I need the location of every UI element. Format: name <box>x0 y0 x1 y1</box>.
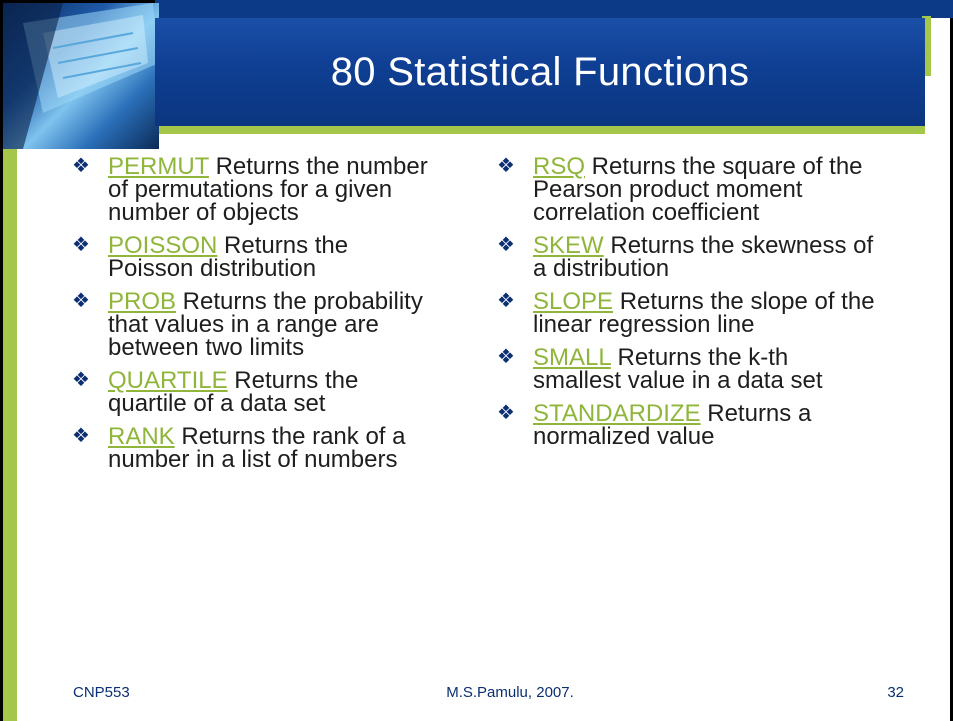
function-item: ❖ PERMUT Returns the number of permutatio… <box>72 153 432 226</box>
diamond-bullet-icon: ❖ <box>72 425 90 447</box>
function-name-link[interactable]: STANDARDIZE <box>533 400 701 427</box>
diamond-bullet-icon: ❖ <box>497 155 515 177</box>
footer-author: M.S.Pamulu, 2007. <box>446 684 574 701</box>
title-banner: 80 Statistical Functions <box>155 18 925 126</box>
diamond-bullet-icon: ❖ <box>72 369 90 391</box>
function-name-link[interactable]: QUARTILE <box>108 367 228 394</box>
function-item: ❖ QUARTILE Returns the quartile of a data… <box>72 367 432 417</box>
function-description: Returns the k-th smallest value in a dat… <box>533 344 823 394</box>
function-description: Returns the probability that values in a… <box>108 288 423 361</box>
green-accent-bar <box>922 16 931 76</box>
slide-frame-left <box>0 0 3 721</box>
function-description: Returns the square of the Pearson produc… <box>533 153 863 226</box>
function-item: ❖ SLOPE Returns the slope of the linear r… <box>497 288 877 338</box>
diamond-bullet-icon: ❖ <box>72 155 90 177</box>
diamond-bullet-icon: ❖ <box>72 234 90 256</box>
slide-title: 80 Statistical Functions <box>330 49 750 94</box>
left-column: ❖ PERMUT Returns the number of permutatio… <box>72 155 432 481</box>
monitor-photo <box>3 3 159 149</box>
function-item: ❖ PROB Returns the probability that value… <box>72 288 432 361</box>
function-name-link[interactable]: SLOPE <box>533 288 614 315</box>
diamond-bullet-icon: ❖ <box>497 290 515 312</box>
function-item: ❖ SKEW Returns the skewness of a distribu… <box>497 232 877 282</box>
function-name-link[interactable]: POISSON <box>108 232 218 259</box>
function-name-link[interactable]: RSQ <box>533 153 586 180</box>
function-item: ❖ SMALL Returns the k-th smallest value i… <box>497 344 877 394</box>
footer-course-code: CNP553 <box>73 684 130 701</box>
function-description: Returns the rank of a number in a list o… <box>108 423 406 473</box>
function-description: Returns the skewness of a distribution <box>533 232 874 282</box>
monitor-photo-icon <box>3 3 159 149</box>
function-description: Returns the quartile of a data set <box>108 367 359 417</box>
function-name-link[interactable]: SMALL <box>533 344 611 371</box>
function-description: Returns the slope of the linear regressi… <box>533 288 875 338</box>
green-side-bar <box>3 146 17 721</box>
function-name-link[interactable]: SKEW <box>533 232 604 259</box>
green-accent-strip <box>155 126 925 134</box>
diamond-bullet-icon: ❖ <box>497 346 515 368</box>
function-name-link[interactable]: PERMUT <box>108 153 209 180</box>
function-item: ❖ RANK Returns the rank of a number in a … <box>72 423 432 473</box>
footer-page-number: 32 <box>887 684 904 701</box>
function-description: Returns the Poisson distribution <box>108 232 349 282</box>
function-item: ❖ POISSON Returns the Poisson distributio… <box>72 232 432 282</box>
diamond-bullet-icon: ❖ <box>497 234 515 256</box>
diamond-bullet-icon: ❖ <box>72 290 90 312</box>
function-item: ❖ RSQ Returns the square of the Pearson p… <box>497 153 877 226</box>
function-description: Returns a normalized value <box>533 400 812 450</box>
function-name-link[interactable]: RANK <box>108 423 175 450</box>
function-item: ❖ STANDARDIZE Returns a normalized value <box>497 400 877 450</box>
function-name-link[interactable]: PROB <box>108 288 177 315</box>
right-column: ❖ RSQ Returns the square of the Pearson p… <box>497 155 877 458</box>
diamond-bullet-icon: ❖ <box>497 402 515 424</box>
slide-frame-right <box>950 0 953 721</box>
top-blue-bar <box>155 0 953 18</box>
function-description: Returns the number of permutations for a… <box>108 153 428 226</box>
